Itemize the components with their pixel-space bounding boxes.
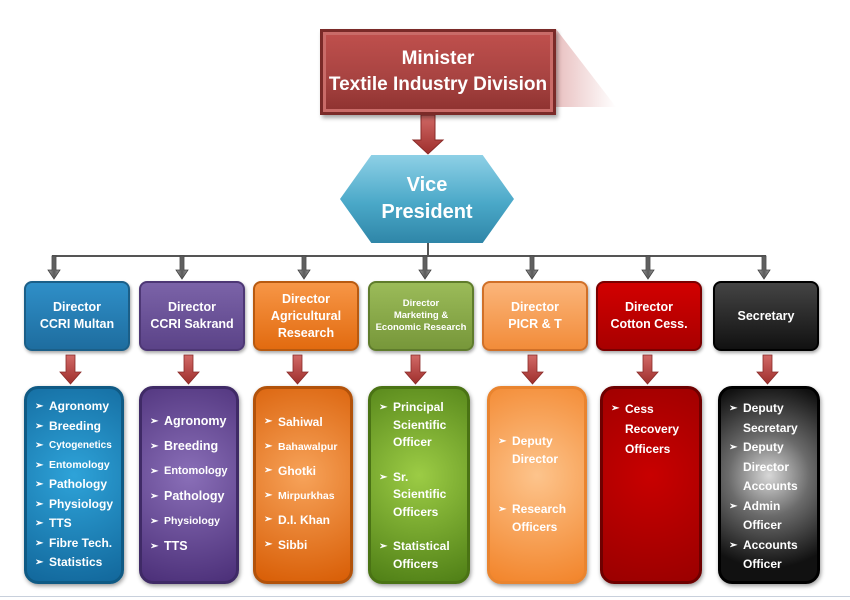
list-item: Ghotki [264, 459, 346, 484]
list-item: Bahawalpur [264, 435, 346, 460]
director-unit: Marketing & [393, 310, 449, 321]
list-item: TTS [35, 514, 117, 534]
duties-agricultural-research: Sahiwal Bahawalpur Ghotki Mirpurkhas D.I… [253, 386, 353, 584]
list-item: Breeding [150, 434, 232, 459]
divider [0, 596, 850, 597]
director-ccri-multan: Director CCRI Multan [24, 281, 130, 351]
vp-line1: Vice [406, 174, 448, 196]
minister-division: Textile Industry Division [328, 74, 548, 95]
director-label: Director [625, 300, 673, 314]
secretary-label: Secretary [737, 308, 795, 323]
duties-marketing-economic-research: Principal Scientific Officer Sr. Scienti… [368, 386, 470, 584]
minister-box: Minister Textile Industry Division [320, 29, 556, 115]
list-item: Physiology [35, 495, 117, 515]
director-label: Director [511, 300, 559, 314]
duties-picr-t: Deputy Director Research Officers [487, 386, 587, 584]
director-unit: Agricultural [270, 308, 342, 323]
list-item: Entomology [35, 456, 117, 476]
director-cotton-cess: Director Cotton Cess. [596, 281, 702, 351]
list-item: TTS [150, 534, 232, 559]
list-item: Breeding [35, 417, 117, 437]
director-label: Director [402, 298, 440, 309]
list-item: Agronomy [35, 397, 117, 417]
director-label: Director [168, 300, 216, 314]
arrow-minister-to-vp [411, 114, 445, 155]
list-item: Accounts Officer [729, 536, 813, 575]
list-item: Entomology [150, 459, 232, 484]
director-picr-t: Director PICR & T [482, 281, 588, 351]
director-unit: CCRI Sakrand [150, 317, 234, 331]
director-label: Director [53, 300, 101, 314]
list-item: Sahiwal [264, 410, 346, 435]
list-item: Mirpurkhas [264, 484, 346, 509]
vp-line2: President [381, 201, 473, 223]
list-item: Fibre Tech. [35, 534, 117, 554]
duties-cotton-cess: Cess Recovery Officers [600, 386, 702, 584]
minister-title: Minister [401, 48, 475, 69]
list-item: Deputy Director [498, 433, 580, 468]
secretary-box: Secretary [713, 281, 819, 351]
list-item: Physiology [150, 509, 232, 534]
list-item: Sr. Scientific Officers [379, 469, 463, 522]
director-ccri-sakrand: Director CCRI Sakrand [139, 281, 245, 351]
connector-drops [47, 255, 771, 280]
list-item: Cess Recovery Officers [611, 399, 695, 459]
list-item: Deputy Secretary [729, 399, 813, 438]
list-item: Statistics [35, 553, 117, 573]
director-unit-2: Research [277, 325, 335, 340]
vice-president-box: Vice President [340, 155, 514, 243]
director-unit-2: Economic Research [375, 322, 467, 333]
list-item: Statistical Officers [379, 538, 463, 573]
list-item: Pathology [35, 475, 117, 495]
list-item: Deputy Director Accounts [729, 438, 813, 497]
list-item: Research Officers [498, 501, 580, 536]
director-label: Director [282, 291, 330, 306]
director-unit: CCRI Multan [39, 317, 115, 331]
director-agricultural-research: Director Agricultural Research [253, 281, 359, 351]
list-item: D.I. Khan [264, 508, 346, 533]
duties-secretary: Deputy Secretary Deputy Director Account… [718, 386, 820, 584]
director-unit: PICR & T [508, 317, 562, 331]
director-unit: Cotton Cess. [610, 317, 688, 331]
duties-ccri-multan: Agronomy Breeding Cytogenetics Entomolog… [24, 386, 124, 584]
list-item: Agronomy [150, 409, 232, 434]
arrows-to-duties [59, 354, 779, 385]
list-item: Cytogenetics [35, 436, 117, 456]
list-item: Principal Scientific Officer [379, 399, 463, 452]
list-item: Pathology [150, 484, 232, 509]
list-item: Sibbi [264, 533, 346, 558]
duties-ccri-sakrand: Agronomy Breeding Entomology Pathology P… [139, 386, 239, 584]
list-item: Admin Officer [729, 497, 813, 536]
director-marketing-economic-research: Director Marketing & Economic Research [368, 281, 474, 351]
